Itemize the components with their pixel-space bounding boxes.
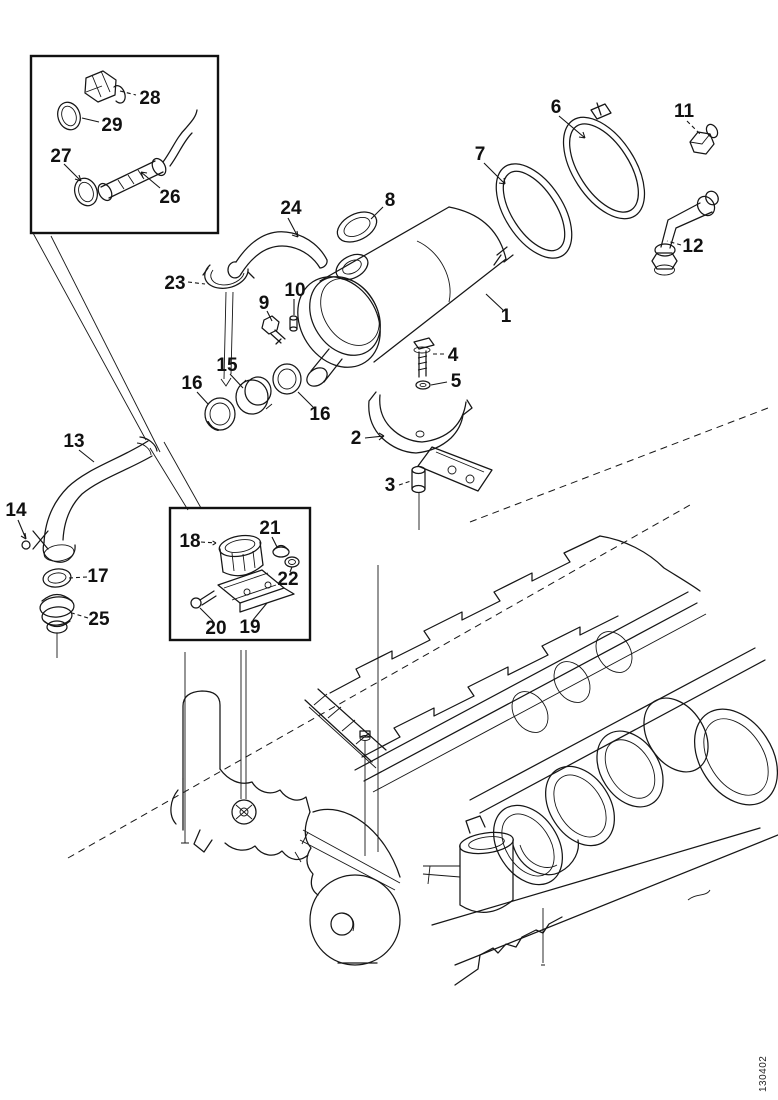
part-oring-29: [57, 101, 81, 131]
callout-25: 25: [88, 609, 110, 630]
callout-5: 5: [451, 371, 462, 392]
callout-29: 29: [101, 115, 122, 136]
part-clamp-6: [562, 102, 646, 220]
callout-20: 20: [205, 618, 226, 639]
part-bracket-2: [368, 391, 493, 492]
part-spacer-3: [411, 465, 426, 530]
callout-28: 28: [139, 88, 160, 109]
part-bolt-4: [413, 337, 435, 378]
part-grommet-22: [284, 556, 300, 568]
part-washer-5: [415, 380, 431, 390]
mounting-leader-lines: [181, 565, 545, 966]
callout-8: 8: [385, 190, 396, 211]
part-ring-17: [42, 568, 72, 588]
callout-23: 23: [164, 273, 185, 294]
inset-detail-box-1: 28 29 27 26: [29, 54, 220, 235]
part-bolt-9: [261, 315, 286, 345]
part-seal-16b: [272, 363, 302, 395]
callout-26: 26: [159, 187, 180, 208]
part-cap-21: [272, 544, 290, 558]
callout-11: 11: [674, 101, 695, 122]
callout-1: 1: [501, 306, 512, 327]
part-canister-1: [297, 206, 507, 387]
part-hose-24: [227, 231, 328, 279]
callout-3: 3: [385, 475, 396, 496]
part-clamp-7: [493, 163, 573, 266]
callout-16b: 16: [309, 404, 330, 425]
callout-21: 21: [259, 518, 281, 539]
callout-12: 12: [682, 236, 703, 257]
callout-18: 18: [179, 531, 200, 552]
callout-19: 19: [239, 617, 260, 638]
dashed-centerline-2: [469, 407, 769, 523]
part-valve-26: [97, 109, 198, 202]
engine-block: [170, 535, 778, 986]
figure-code: 130402: [758, 1056, 769, 1092]
callout-17: 17: [87, 566, 108, 587]
part-fitting-11: [689, 123, 719, 155]
part-bolt-20: [190, 590, 217, 609]
part-seal-16a: [204, 397, 236, 431]
part-connector-15: [235, 376, 273, 415]
part-mount-bolt: [359, 730, 371, 856]
callout-22: 22: [277, 569, 298, 590]
detail-pointer-line-2: [50, 235, 161, 453]
callout-16a: 16: [181, 373, 202, 394]
callout-27: 27: [50, 146, 71, 167]
part-clamp-14: [21, 530, 49, 550]
callout-15: 15: [216, 355, 238, 376]
detail-pointer-line-1: [32, 232, 147, 441]
part-hose-13: [42, 436, 158, 563]
dashed-centerline-1: [67, 504, 691, 859]
part-tube-12: [651, 190, 719, 276]
detail-pointer-line-4: [163, 441, 202, 509]
inset-detail-box-2: 18 21 22 20 19: [168, 506, 312, 642]
callout-13: 13: [63, 431, 84, 452]
callout-9: 9: [259, 293, 270, 314]
part-cup-18: [218, 534, 264, 577]
callout-10: 10: [284, 280, 305, 301]
detail-pointer-line-3: [149, 447, 189, 511]
callout-14: 14: [5, 500, 27, 521]
callout-24: 24: [280, 198, 302, 219]
part-clamp-23: [202, 264, 255, 387]
callout-2: 2: [351, 428, 362, 449]
callout-4: 4: [448, 345, 459, 366]
callout-7: 7: [475, 144, 486, 165]
part-adapter-25: [39, 593, 75, 658]
part-gasket-8: [336, 211, 378, 243]
part-pin-10: [289, 315, 298, 332]
part-ring-27: [73, 177, 99, 207]
callout-6: 6: [551, 97, 562, 118]
part-plug-28: [84, 70, 126, 104]
